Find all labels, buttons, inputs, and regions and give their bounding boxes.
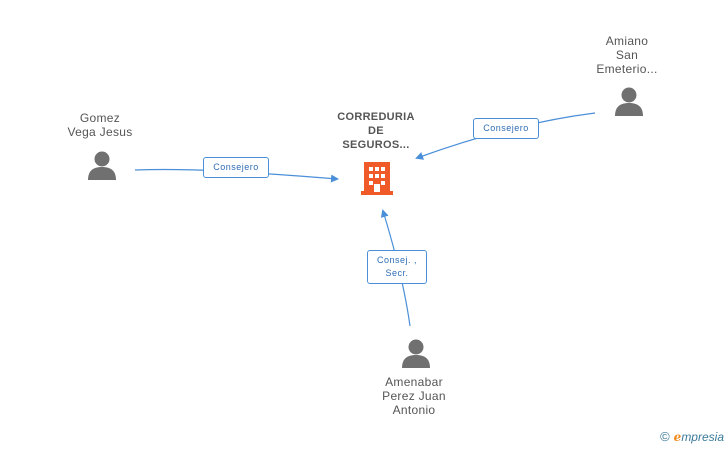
person-label-line: Antonio: [392, 403, 436, 417]
building-icon[interactable]: [361, 160, 393, 196]
brand-initial: e: [673, 430, 682, 444]
edge-label-line: Consejero: [213, 162, 259, 172]
person-label-line: San: [615, 48, 639, 62]
edge-label-amenabar[interactable]: Consej. , Secr.: [367, 250, 427, 284]
company-node-label: CORREDURIA DE SEGUROS...: [325, 110, 427, 152]
company-label-line: SEGUROS...: [342, 139, 410, 151]
person-label-amiano: Amiano San Emeterio...: [577, 34, 677, 76]
person-icon[interactable]: [400, 338, 432, 372]
person-icon[interactable]: [613, 86, 645, 120]
person-label-line: Perez Juan: [382, 389, 446, 403]
company-label-line: DE: [368, 125, 384, 137]
person-label-gomez: Gomez Vega Jesus: [50, 111, 150, 139]
copyright-symbol: ©: [660, 429, 670, 444]
person-label-line: Amenabar: [385, 375, 443, 389]
person-icon[interactable]: [86, 150, 118, 184]
edge-label-line: Secr.: [385, 268, 409, 278]
person-label-line: Vega Jesus: [67, 125, 133, 139]
brand-name: mpresia: [681, 430, 724, 444]
edge-label-amiano[interactable]: Consejero: [473, 118, 539, 139]
edge-label-gomez[interactable]: Consejero: [203, 157, 269, 178]
edge-label-line: Consej. ,: [376, 255, 418, 265]
person-label-line: Amiano: [605, 34, 649, 48]
person-label-line: Emeterio...: [596, 62, 658, 76]
company-label-line: CORREDURIA: [337, 111, 415, 123]
person-label-line: Gomez: [79, 111, 121, 125]
person-label-amenabar: Amenabar Perez Juan Antonio: [364, 375, 464, 417]
empresia-watermark: ©empresia: [660, 429, 724, 444]
edge-label-line: Consejero: [483, 123, 529, 133]
